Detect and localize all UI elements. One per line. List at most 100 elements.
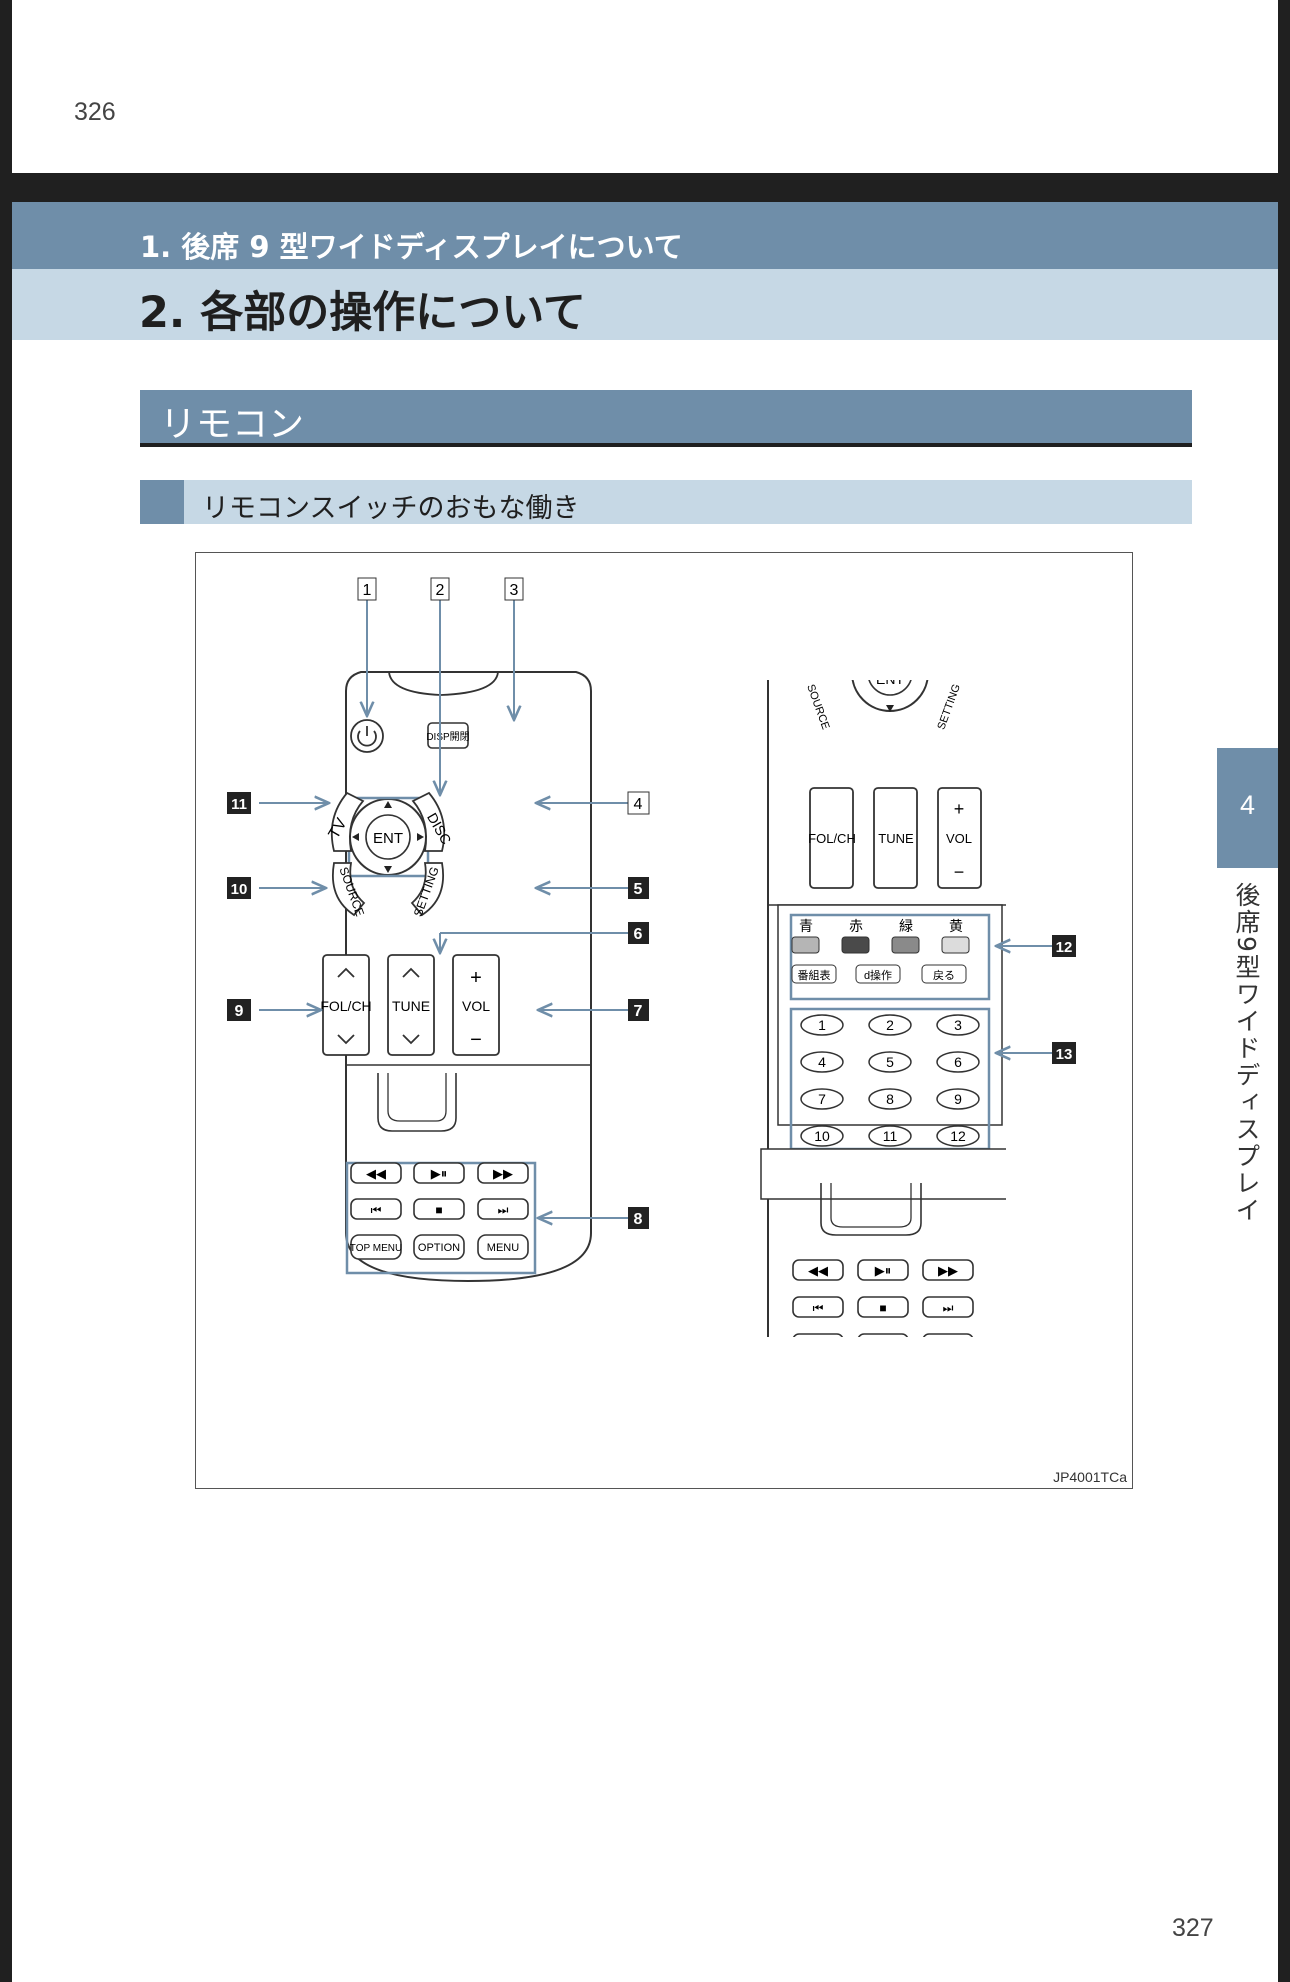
svg-text:⏮: ⏮ (371, 1203, 382, 1217)
number-key-2 (868, 1014, 912, 1036)
number-key-7 (800, 1088, 844, 1110)
number-key-label-2: 2 (886, 1017, 894, 1033)
callout-11: 11 (231, 796, 247, 813)
yellow-label: 黄 (949, 918, 963, 934)
number-key-label-9: 9 (954, 1091, 962, 1107)
red-key (841, 936, 870, 954)
svg-text:⏭: ⏭ (498, 1203, 509, 1217)
svg-text:+: + (470, 967, 482, 989)
chapter-title: 1. 後席 9 型ワイドディスプレイについて (140, 230, 683, 264)
vol-rocker: + VOL − (452, 954, 500, 1056)
subsection-heading-text: リモコンスイッチのおもな働き (202, 493, 580, 524)
remote-diagram-svg: DISP開閉 ENT TV DISC SOURCE SETTING (227, 577, 1076, 1337)
blue-key (791, 936, 820, 954)
callout-7: 7 (634, 1003, 643, 1020)
number-key-label-4: 4 (818, 1054, 826, 1070)
number-key-3 (936, 1014, 980, 1036)
number-key-label-7: 7 (818, 1091, 826, 1107)
subsection-heading: リモコンスイッチのおもな働き (140, 480, 1192, 524)
blue-label: 青 (799, 918, 813, 934)
disc-button (411, 791, 446, 852)
callout-4: 4 (634, 796, 643, 813)
disp-button (427, 722, 469, 749)
svg-text:⏭: ⏭ (943, 1301, 954, 1315)
svg-text:⏮: ⏮ (813, 1301, 824, 1315)
previous-page: 326 (12, 0, 1278, 173)
number-key-label-10: 10 (814, 1128, 830, 1144)
svg-text:◀◀: ◀◀ (808, 1263, 828, 1278)
number-key-8 (868, 1088, 912, 1110)
number-key-label-1: 1 (818, 1017, 826, 1033)
callout-labels: 1 2 3 4 5 6 7 8 9 10 11 (227, 577, 1076, 1229)
number-key-12 (936, 1125, 980, 1147)
green-key (891, 936, 920, 954)
ent-label-right: ENT (876, 671, 904, 687)
ent-label: ENT (373, 830, 403, 847)
modoru-label: 戻る (933, 969, 955, 982)
remote-heading: リモコン (140, 390, 1192, 447)
setting-button (410, 862, 444, 917)
fol-ch-rocker: FOL/CH (320, 954, 372, 1056)
number-key-label-12: 12 (950, 1128, 966, 1144)
vol-label-right: VOL (946, 831, 972, 846)
number-key-label-5: 5 (886, 1054, 894, 1070)
color-keys-highlight (789, 913, 991, 1001)
number-key-10 (800, 1125, 844, 1147)
remote-heading-text: リモコン (160, 404, 305, 445)
svg-text:▶⏸: ▶⏸ (875, 1263, 892, 1278)
chapter-band: 1. 後席 9 型ワイドディスプレイについて (12, 202, 1278, 269)
number-key-9 (936, 1088, 980, 1110)
callout-12: 12 (1056, 939, 1073, 956)
callout-13: 13 (1056, 1046, 1073, 1063)
chapter-tab-label: 後席9型ワイドディスプレイ (1232, 882, 1261, 1224)
callout-1: 1 (363, 582, 372, 599)
svg-text:▶⏸: ▶⏸ (431, 1166, 448, 1181)
power-icon (357, 730, 377, 747)
number-key-6 (936, 1051, 980, 1073)
remote-diagram: DISP開閉 ENT TV DISC SOURCE SETTING (195, 552, 1133, 1489)
ent-button (365, 814, 411, 860)
number-key-1 (800, 1014, 844, 1036)
right-remote: ENT SOURCE SETTING FOL/CH TUNE + VOL − 青… (760, 671, 1006, 1337)
number-key-label-11: 11 (883, 1128, 898, 1144)
number-key-4 (800, 1051, 844, 1073)
page-main: 1. 後席 9 型ワイドディスプレイについて 2. 各部の操作について リモコン… (12, 202, 1278, 1982)
svg-text:▶▶: ▶▶ (493, 1166, 513, 1181)
section-band: 2. 各部の操作について (12, 269, 1278, 340)
number-key-5 (868, 1051, 912, 1073)
callout-9: 9 (235, 1003, 244, 1020)
green-label: 緑 (899, 918, 913, 934)
chapter-tab-number: 4 (1239, 790, 1256, 820)
menu-label: MENU (487, 1242, 519, 1254)
fol-ch-label: FOL/CH (320, 998, 371, 1014)
tune-rocker: TUNE (387, 954, 435, 1056)
tv-button (330, 791, 365, 852)
top-menu-label: TOP MENU (350, 1243, 402, 1254)
svg-text:■: ■ (879, 1301, 886, 1315)
tune-label: TUNE (392, 998, 430, 1014)
option-label: OPTION (418, 1242, 460, 1254)
callout-8: 8 (634, 1211, 643, 1228)
callout-5: 5 (634, 881, 643, 898)
media-buttons (350, 1162, 529, 1260)
page-number-bottom: 327 (1172, 1914, 1214, 1942)
number-key-label-3: 3 (954, 1017, 962, 1033)
callout-6: 6 (634, 926, 643, 943)
callout-2: 2 (436, 582, 445, 599)
callout-3: 3 (510, 582, 519, 599)
section-title: 2. 各部の操作について (139, 288, 586, 338)
chapter-tab: 4 (1217, 748, 1278, 868)
subsection-marker (140, 480, 184, 524)
svg-text:◀◀: ◀◀ (366, 1166, 386, 1181)
svg-text:■: ■ (435, 1203, 442, 1217)
fol-ch-label-right: FOL/CH (808, 831, 856, 846)
svg-text:−: − (954, 862, 965, 882)
source-button (332, 862, 366, 917)
bangumihyo-label: 番組表 (798, 968, 831, 982)
figure-code: JP4001TCa (1053, 1469, 1127, 1485)
red-label: 赤 (849, 918, 863, 934)
callout-10: 10 (231, 881, 248, 898)
tune-label-right: TUNE (878, 831, 914, 846)
d-sousa-label: d操作 (864, 968, 892, 982)
page-number-top: 326 (74, 98, 116, 126)
